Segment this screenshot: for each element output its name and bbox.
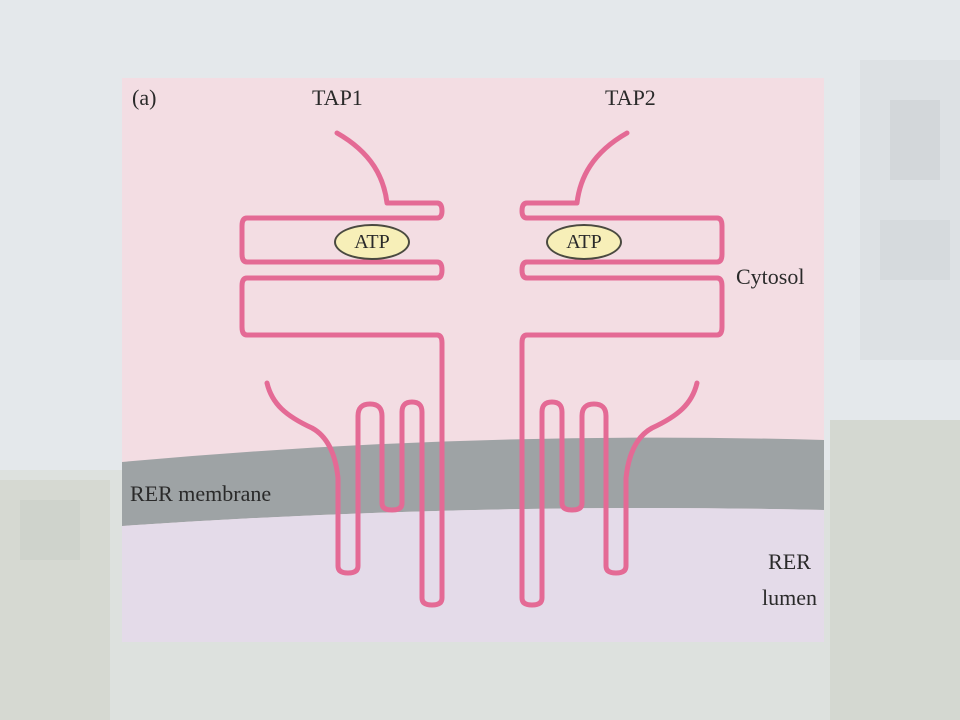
tap2-label: TAP2 <box>605 85 656 110</box>
tap1-label: TAP1 <box>312 85 363 110</box>
rer-membrane-label: RER membrane <box>130 481 272 506</box>
tap2-chain <box>519 130 725 608</box>
atp-left-label: ATP <box>354 230 390 253</box>
rer-lumen-label-line1: RER <box>768 549 811 574</box>
atp-right-ellipse: ATP <box>546 224 622 260</box>
panel-label: (a) <box>132 85 157 110</box>
tap1-chain <box>239 130 445 608</box>
tap-diagram <box>122 78 824 642</box>
tap-transporter-figure: (a) TAP1 TAP2 ATP ATP Cytosol RER membra… <box>122 78 824 642</box>
rer-lumen-region <box>122 508 824 642</box>
atp-right-label: ATP <box>566 230 602 253</box>
atp-left-ellipse: ATP <box>334 224 410 260</box>
rer-lumen-label-line2: lumen <box>762 585 817 610</box>
rer-lumen-label: RER lumen <box>762 544 817 616</box>
rer-membrane-band <box>122 437 824 526</box>
cytosol-label: Cytosol <box>736 264 805 289</box>
